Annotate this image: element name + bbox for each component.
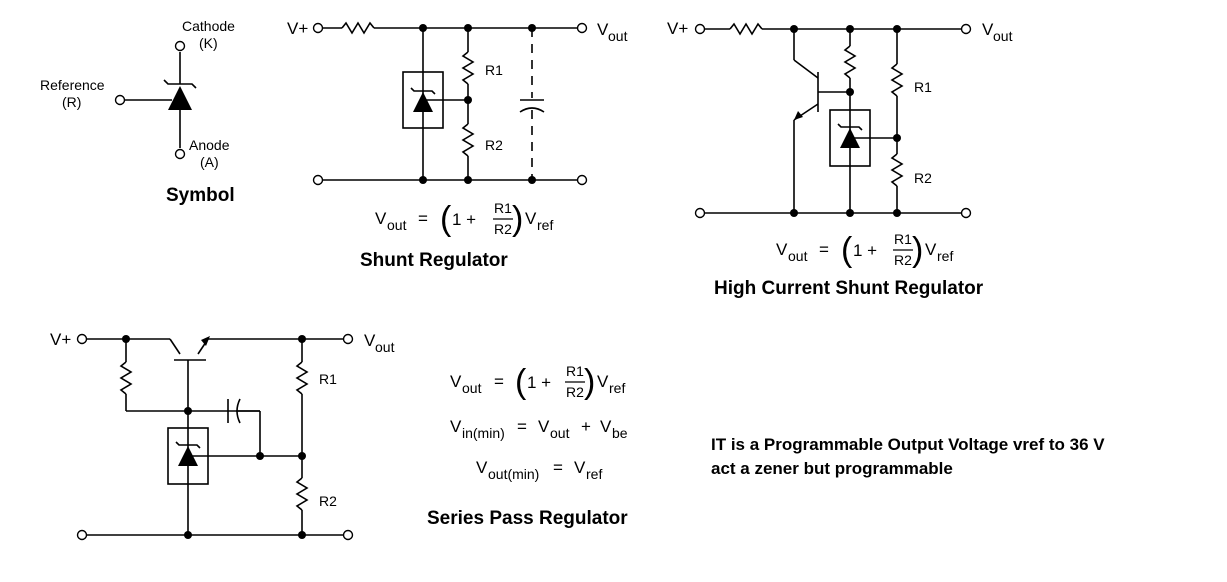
svg-text:V: V <box>600 417 612 436</box>
vin-min-equation: V in(min) = V out + V be <box>450 417 628 441</box>
svg-text:V: V <box>538 417 550 436</box>
svg-text:V: V <box>525 209 537 228</box>
sp-vout-equation: V out = ( 1 + R1 R2 ) V ref <box>450 363 625 401</box>
svg-text:R1: R1 <box>566 363 584 379</box>
svg-text:in(min): in(min) <box>462 425 505 441</box>
cathode-pin-label: (K) <box>199 35 218 51</box>
svg-text:V: V <box>450 372 462 391</box>
svg-text:out: out <box>387 217 407 233</box>
high-current-shunt-circuit: V+ V out R1 R2 <box>667 19 1013 299</box>
series-pass-circuit: V+ V out R1 R2 <box>50 330 395 541</box>
shunt-vout-sub: out <box>608 28 628 44</box>
tl431-symbol: Cathode (K) Reference (R) Anode (A) Symb… <box>40 18 235 206</box>
svg-text:=: = <box>819 240 829 259</box>
shunt-regulator-circuit: V+ V out R1 R2 <box>287 19 628 271</box>
symbol-title: Symbol <box>166 185 235 206</box>
anode-label: Anode <box>189 137 230 153</box>
shunt-vout-equation: V out = ( 1 + R1 R2 ) V ref <box>375 200 553 238</box>
hc-vout-v: V <box>982 20 994 39</box>
sp-title: Series Pass Regulator <box>427 508 628 529</box>
reference-label: Reference <box>40 77 105 93</box>
svg-text:V: V <box>476 458 488 477</box>
note-line-2: act a zener but programmable <box>711 459 953 478</box>
svg-text:(: ( <box>440 200 452 238</box>
shunt-title: Shunt Regulator <box>360 250 508 271</box>
hc-vplus-label: V+ <box>667 19 688 38</box>
sp-r2-label: R2 <box>319 493 337 509</box>
svg-text:1 +: 1 + <box>452 210 476 229</box>
svg-text:V: V <box>776 240 788 259</box>
svg-text:out(min): out(min) <box>488 466 539 482</box>
shunt-r1-label: R1 <box>485 62 503 78</box>
hc-vout-sub: out <box>993 28 1013 44</box>
series-equations: V out = ( 1 + R1 R2 ) V ref V in(min) = … <box>427 363 628 529</box>
svg-text:ref: ref <box>937 248 953 264</box>
svg-text:1 +: 1 + <box>853 241 877 260</box>
sp-vout-v: V <box>364 331 376 350</box>
svg-text:V: V <box>925 240 937 259</box>
svg-text:out: out <box>462 380 482 396</box>
svg-text:=: = <box>418 209 428 228</box>
shunt-vout-v: V <box>597 20 609 39</box>
sp-r1-label: R1 <box>319 371 337 387</box>
hc-r1-label: R1 <box>914 79 932 95</box>
svg-text:V: V <box>574 458 586 477</box>
svg-text:out: out <box>788 248 808 264</box>
svg-text:+: + <box>581 417 591 436</box>
hc-r2-label: R2 <box>914 170 932 186</box>
svg-text:be: be <box>612 425 628 441</box>
svg-text:): ) <box>912 231 923 269</box>
sp-vout-sub: out <box>375 339 395 355</box>
vout-min-equation: V out(min) = V ref <box>476 458 602 482</box>
svg-text:ref: ref <box>586 466 602 482</box>
svg-text:(: ( <box>515 363 527 401</box>
anode-pin-label: (A) <box>200 154 219 170</box>
svg-text:out: out <box>550 425 570 441</box>
svg-text:=: = <box>553 458 563 477</box>
svg-text:=: = <box>494 372 504 391</box>
svg-text:=: = <box>517 417 527 436</box>
shunt-r2-label: R2 <box>485 137 503 153</box>
svg-text:1 +: 1 + <box>527 373 551 392</box>
svg-text:(: ( <box>841 231 853 269</box>
cathode-label: Cathode <box>182 18 235 34</box>
reference-pin-label: (R) <box>62 94 81 110</box>
svg-text:R2: R2 <box>494 221 512 237</box>
svg-text:V: V <box>597 372 609 391</box>
hc-title: High Current Shunt Regulator <box>714 278 984 299</box>
hc-vout-equation: V out = ( 1 + R1 R2 ) V ref <box>776 231 953 269</box>
sp-vplus-label: V+ <box>50 330 71 349</box>
svg-text:R2: R2 <box>894 252 912 268</box>
svg-text:ref: ref <box>537 217 553 233</box>
svg-text:R1: R1 <box>894 231 912 247</box>
svg-text:R1: R1 <box>494 200 512 216</box>
svg-text:V: V <box>375 209 387 228</box>
svg-text:): ) <box>584 363 595 401</box>
svg-text:): ) <box>512 200 523 238</box>
svg-text:ref: ref <box>609 380 625 396</box>
svg-text:R2: R2 <box>566 384 584 400</box>
note-line-1: IT is a Programmable Output Voltage vref… <box>711 435 1105 454</box>
shunt-vplus-label: V+ <box>287 19 308 38</box>
svg-text:V: V <box>450 417 462 436</box>
